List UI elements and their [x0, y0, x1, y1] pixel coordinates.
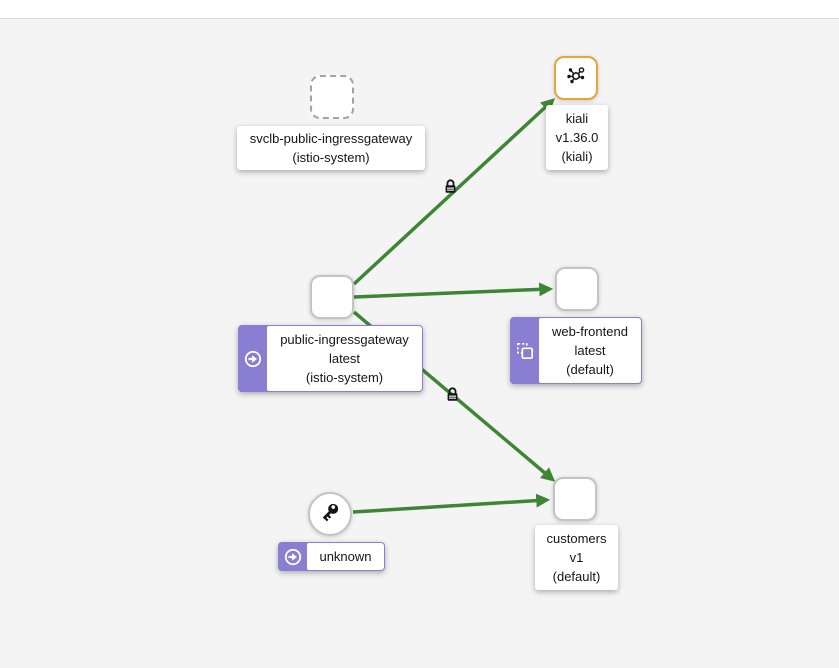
kiali-topology-icon [565, 65, 587, 92]
node-kiali[interactable] [554, 56, 598, 100]
traffic-source-badge [239, 326, 267, 391]
node-name: kiali [565, 111, 589, 126]
key-icon [318, 500, 342, 529]
node-version: v1 [569, 550, 584, 565]
node-svclb-public-ingressgateway[interactable] [310, 75, 354, 119]
service-graph-canvas[interactable]: svclb-public-ingressgateway (istio-syste… [0, 19, 839, 668]
mtls-lock-icon [446, 387, 459, 402]
node-namespace: (default) [552, 569, 601, 584]
node-customers[interactable] [553, 477, 597, 521]
arrow-circle-right-icon [244, 350, 262, 367]
node-label-svclb-public-ingressgateway[interactable]: svclb-public-ingressgateway (istio-syste… [237, 126, 425, 170]
node-web-frontend[interactable] [555, 267, 599, 311]
top-bar [0, 0, 839, 19]
node-namespace: (istio-system) [292, 150, 370, 165]
node-unknown[interactable] [308, 492, 352, 536]
node-version: v1.36.0 [555, 130, 599, 145]
traffic-source-badge [279, 543, 307, 570]
node-namespace: (istio-system) [305, 370, 384, 385]
node-name: web-frontend [552, 324, 628, 339]
node-name: svclb-public-ingressgateway [249, 131, 413, 146]
edge-public-ingressgateway-to-web-frontend[interactable] [353, 282, 554, 299]
node-name: unknown [319, 549, 372, 564]
node-namespace: (kiali) [561, 149, 593, 164]
arrow-circle-right-icon [284, 548, 302, 565]
node-version: latest [328, 351, 361, 366]
node-label-unknown[interactable]: unknown [278, 542, 385, 571]
edge-unknown-to-customers[interactable] [352, 493, 551, 514]
node-label-kiali[interactable]: kiali v1.36.0 (kiali) [546, 105, 608, 170]
node-label-customers[interactable]: customers v1 (default) [535, 525, 618, 590]
node-label-web-frontend[interactable]: web-frontend latest (default) [510, 317, 642, 384]
clone-icon [517, 342, 534, 359]
node-public-ingressgateway[interactable] [310, 275, 354, 319]
mtls-lock-icon [444, 179, 457, 194]
node-namespace: (default) [566, 362, 614, 377]
node-name: public-ingressgateway [280, 332, 409, 347]
node-label-public-ingressgateway[interactable]: public-ingressgateway latest (istio-syst… [238, 325, 423, 392]
node-name: customers [546, 531, 607, 546]
node-version: latest [574, 343, 606, 358]
workload-entry-badge [511, 318, 539, 383]
